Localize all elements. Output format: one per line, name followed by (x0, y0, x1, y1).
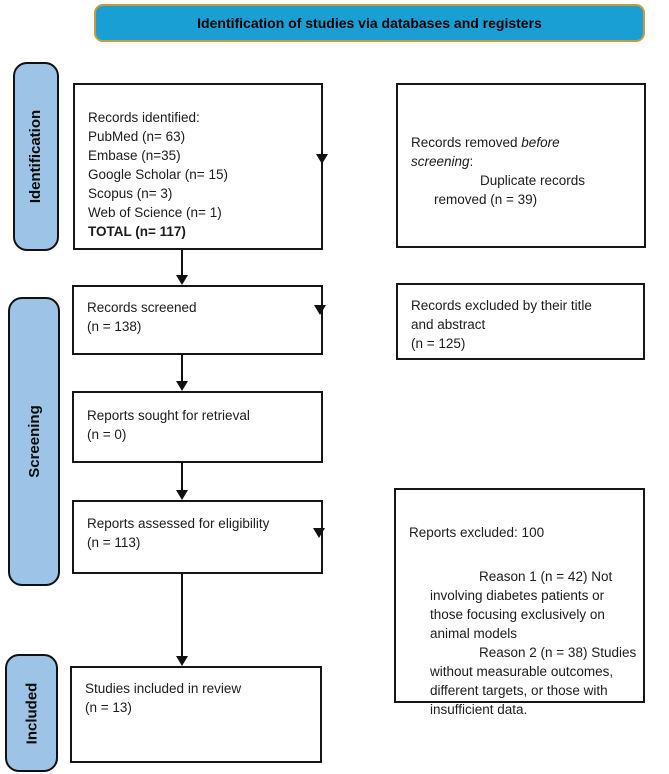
records-removed-detail1: Duplicate records (480, 173, 586, 188)
stage-label-included: Included (5, 654, 58, 772)
connector-identified-to-screened (181, 250, 183, 276)
records-removed-italic-before: before (521, 135, 560, 150)
reason2-line: different targets, or those with (430, 683, 608, 698)
records-screened-line: Records screened (87, 300, 197, 315)
records-identified-line: Embase (n=35) (88, 148, 181, 163)
records-removed-colon: : (469, 154, 474, 169)
arrow-down-icon-records-excluded (314, 305, 326, 315)
records-excluded-count: (n = 125) (411, 336, 466, 351)
reason1-line: Reason 1 (n = 42) Not (479, 569, 613, 584)
reports-excluded-title: Reports excluded: 100 (409, 525, 545, 540)
reason2-line: without measurable outcomes, (430, 664, 614, 679)
arrow-down-icon-reports-excluded (313, 528, 325, 538)
reports-assessed-count: (n = 113) (87, 535, 141, 550)
arrow-down-icon (176, 490, 188, 500)
stage-label-screening: Screening (8, 297, 60, 586)
reports-sought-line: Reports sought for retrieval (87, 408, 250, 423)
arrow-down-icon (176, 656, 188, 666)
diagram-title-banner: Identification of studies via databases … (94, 4, 645, 42)
reason1-line: involving diabetes patients or (430, 588, 605, 603)
stage-label-identification: Identification (13, 62, 59, 251)
records-removed-lead: Records removed (411, 135, 522, 150)
records-removed-detail2: removed (n = 39) (434, 192, 538, 207)
studies-included-count: (n = 13) (85, 700, 132, 715)
box-records-excluded: Records excluded by their title and abst… (396, 283, 645, 360)
arrow-down-icon (176, 275, 188, 285)
box-records-identified: Records identified: PubMed (n= 63) Embas… (73, 83, 323, 250)
box-records-removed: Records removed before screening: Duplic… (396, 83, 646, 248)
reports-excluded-reasons: Reason 1 (n = 42) Not involving diabetes… (409, 567, 637, 719)
records-excluded-line: and abstract (411, 317, 486, 332)
records-identified-line: PubMed (n= 63) (88, 129, 186, 144)
reports-sought-count: (n = 0) (87, 427, 127, 442)
box-reports-sought: Reports sought for retrieval (n = 0) (72, 391, 323, 463)
box-reports-assessed: Reports assessed for eligibility (n = 11… (72, 500, 323, 574)
connector-sought-to-assessed (181, 463, 183, 491)
diagram-title: Identification of studies via databases … (197, 15, 542, 31)
records-identified-line: Records identified: (88, 110, 200, 125)
arrow-down-icon (176, 381, 188, 391)
reason1-line: animal models (430, 626, 518, 641)
reason2-line: Reason 2 (n = 38) Studies (479, 645, 637, 660)
records-identified-line: Web of Science (n= 1) (88, 205, 222, 220)
stage-label-identification-text: Identification (27, 109, 45, 204)
stage-label-screening-text: Screening (25, 405, 43, 478)
records-removed-line2: screening: (411, 152, 638, 171)
reason2-line: insufficient data. (430, 702, 528, 717)
box-records-screened: Records screened (n = 138) (72, 285, 323, 355)
reports-assessed-line: Reports assessed for eligibility (87, 516, 270, 531)
box-reports-excluded: Reports excluded: 100 Reason 1 (n = 42) … (394, 488, 645, 717)
records-identified-line: Google Scholar (n= 15) (88, 167, 228, 182)
connector-assessed-to-included (181, 574, 183, 657)
records-removed-italic-screening: screening (411, 154, 470, 169)
records-excluded-line: Records excluded by their title (411, 298, 592, 313)
reason1-line: those focusing exclusively on (430, 607, 605, 622)
connector-screened-to-sought (181, 355, 183, 382)
records-screened-count: (n = 138) (87, 319, 142, 334)
records-identified-total: TOTAL (n= 117) (88, 224, 186, 239)
studies-included-line: Studies included in review (85, 681, 242, 696)
stage-label-included-text: Included (23, 682, 41, 744)
arrow-down-icon-records-removed (316, 154, 328, 164)
box-studies-included: Studies included in review (n = 13) (70, 666, 322, 763)
records-removed-line1: Records removed before (411, 133, 638, 152)
records-identified-line: Scopus (n= 3) (88, 186, 173, 201)
